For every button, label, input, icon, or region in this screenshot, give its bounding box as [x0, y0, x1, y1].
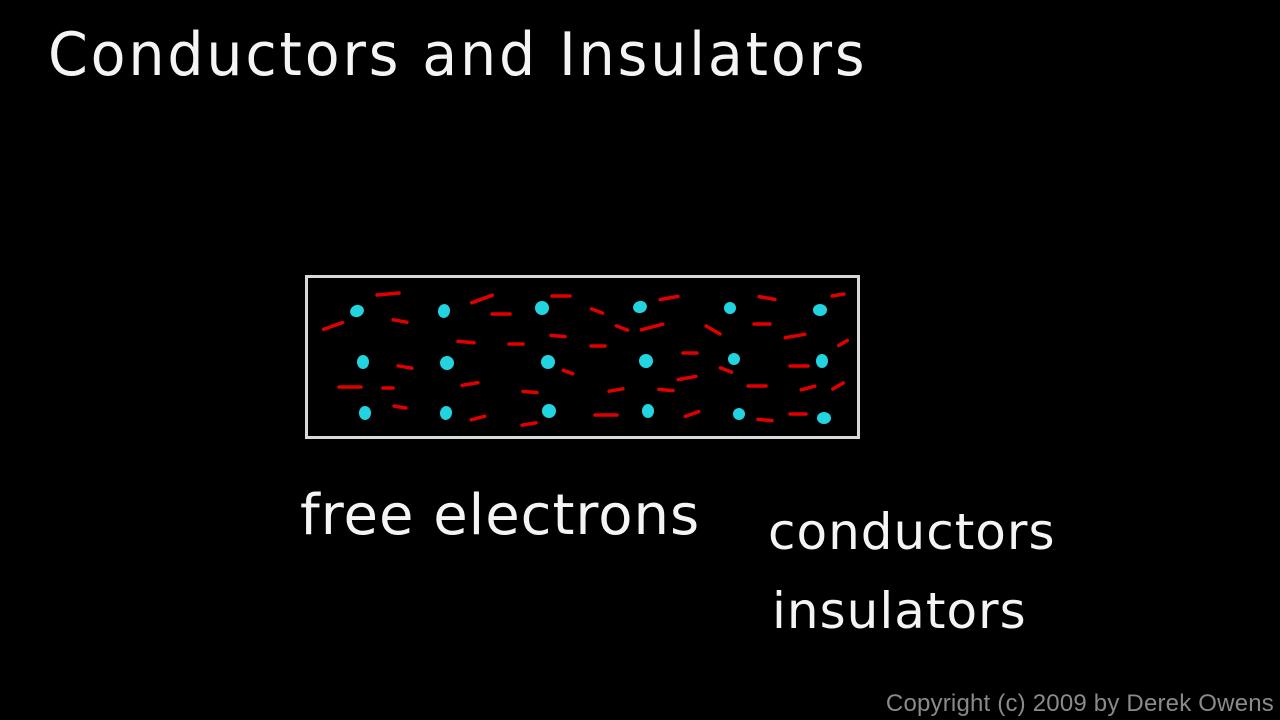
free-electron-mark	[469, 414, 487, 422]
free-electron-mark	[756, 417, 774, 423]
free-electrons-label: free electrons	[300, 483, 701, 548]
atom-dot	[542, 404, 556, 418]
atom-dot	[633, 300, 647, 314]
free-electron-mark	[676, 374, 698, 382]
free-electron-mark	[836, 338, 850, 348]
atom-dot	[440, 356, 454, 370]
atom-dot	[437, 304, 451, 318]
insulators-label: insulators	[772, 582, 1027, 640]
atom-dot	[724, 302, 736, 314]
free-electron-mark	[391, 318, 409, 324]
atom-dot	[728, 353, 740, 365]
atom-dot	[813, 304, 827, 316]
free-electron-mark	[704, 324, 722, 336]
free-electron-mark	[614, 324, 630, 332]
free-electron-mark	[657, 387, 675, 393]
free-electron-mark	[521, 389, 539, 395]
free-electron-mark	[639, 322, 665, 332]
material-box	[305, 275, 860, 439]
atom-dot	[439, 406, 453, 420]
electron-group	[321, 291, 850, 427]
free-electron-mark	[799, 384, 817, 392]
free-electron-mark	[783, 332, 807, 340]
free-electron-mark	[757, 294, 777, 302]
atom-group	[350, 300, 831, 424]
free-electron-mark	[321, 320, 345, 332]
atom-dot	[642, 404, 654, 418]
atom-dot	[733, 408, 745, 420]
atom-dot	[816, 354, 828, 368]
slide-title: Conductors and Insulators	[48, 20, 868, 90]
conductors-label: conductors	[768, 503, 1056, 561]
atom-dot	[359, 406, 371, 420]
atom-dot	[535, 301, 549, 315]
free-electron-mark	[831, 381, 845, 391]
atom-dot	[639, 354, 653, 368]
free-electron-mark	[456, 339, 476, 345]
free-electron-mark	[549, 333, 567, 339]
free-electron-mark	[460, 380, 480, 388]
free-electron-mark	[561, 368, 575, 376]
free-electron-mark	[520, 421, 538, 427]
free-electron-mark	[469, 293, 495, 305]
free-electron-mark	[375, 291, 401, 297]
free-electron-mark	[718, 366, 734, 374]
free-electron-mark	[396, 364, 414, 370]
atom-dot	[350, 304, 364, 318]
free-electron-mark	[658, 294, 680, 302]
free-electron-mark	[607, 387, 625, 393]
atom-dot	[541, 355, 555, 369]
atom-dot	[817, 412, 831, 424]
free-electron-mark	[392, 404, 408, 410]
free-electron-mark	[683, 409, 701, 419]
free-electron-mark	[830, 292, 846, 298]
atom-dot	[357, 355, 369, 369]
free-electron-mark	[589, 307, 605, 315]
copyright-notice: Copyright (c) 2009 by Derek Owens	[885, 690, 1274, 717]
